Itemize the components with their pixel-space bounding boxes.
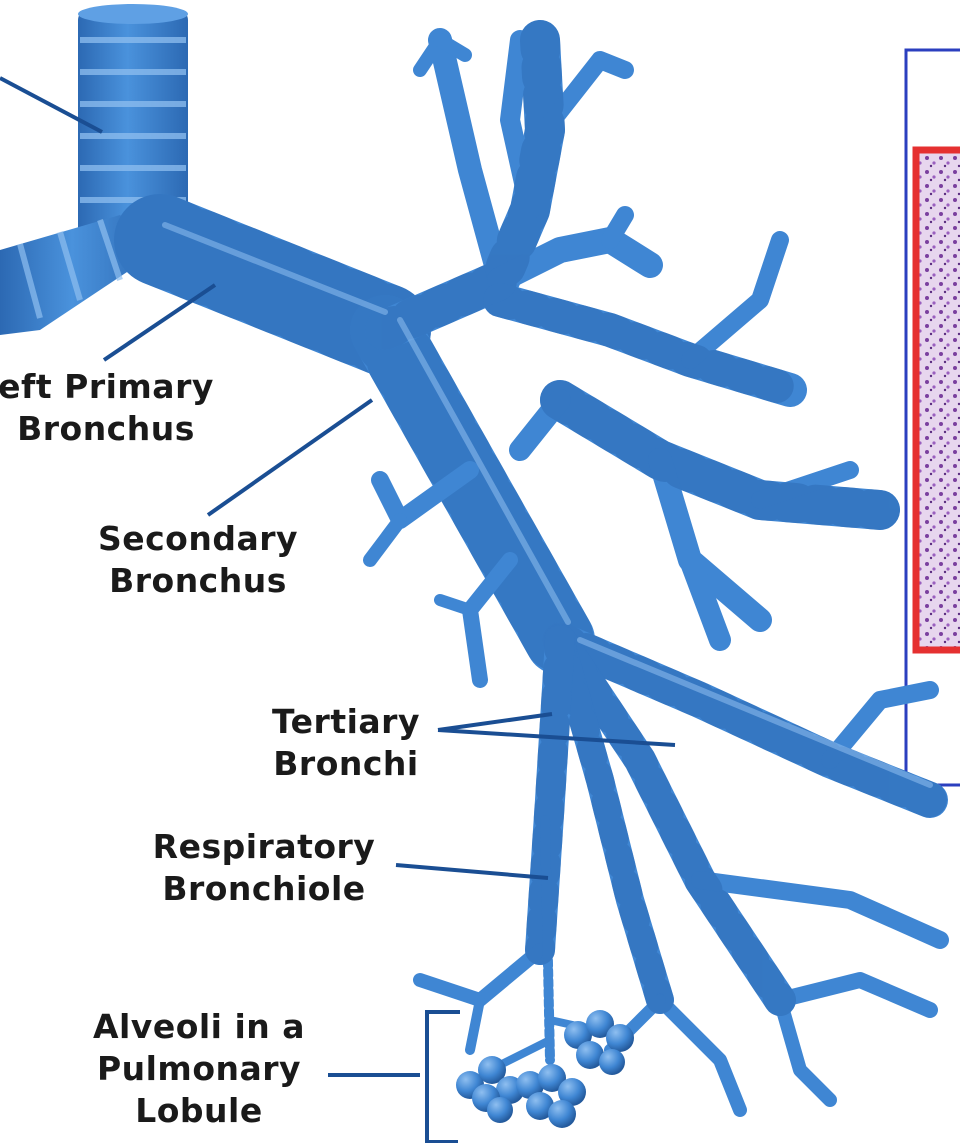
alveoli-cluster-middle — [516, 1064, 586, 1128]
leader-primary-bronchus — [104, 285, 215, 360]
label-line: Tertiary — [256, 701, 436, 743]
leader-respiratory-bronchiole — [396, 865, 548, 878]
leader-tertiary-bronchi — [438, 714, 552, 730]
label-line: Bronchiole — [134, 868, 394, 910]
leader-secondary-bronchus — [208, 400, 372, 515]
histology-micrograph — [916, 150, 960, 650]
label-respiratory-bronchiole: Respiratory Bronchiole — [134, 826, 394, 910]
label-alveoli: Alveoli in a Pulmonary Lobule — [74, 1006, 324, 1132]
label-left-primary-bronchus: eft Primary Bronchus — [0, 366, 226, 450]
histology-inset — [906, 50, 960, 785]
alveoli-bracket — [427, 1012, 460, 1142]
label-line: Pulmonary — [74, 1048, 324, 1090]
alveoli-cluster-right — [564, 1010, 634, 1075]
label-line: Alveoli in a — [74, 1006, 324, 1048]
label-tertiary-bronchi: Tertiary Bronchi — [256, 701, 436, 785]
label-line: eft Primary — [0, 366, 226, 408]
label-line: Bronchus — [78, 560, 318, 602]
label-line: Bronchi — [256, 743, 436, 785]
label-line: Secondary — [78, 518, 318, 560]
label-line: Bronchus — [0, 408, 226, 450]
alveoli-cluster-left — [456, 1056, 524, 1123]
label-line: Lobule — [74, 1090, 324, 1132]
label-line: Respiratory — [134, 826, 394, 868]
label-secondary-bronchus: Secondary Bronchus — [78, 518, 318, 602]
